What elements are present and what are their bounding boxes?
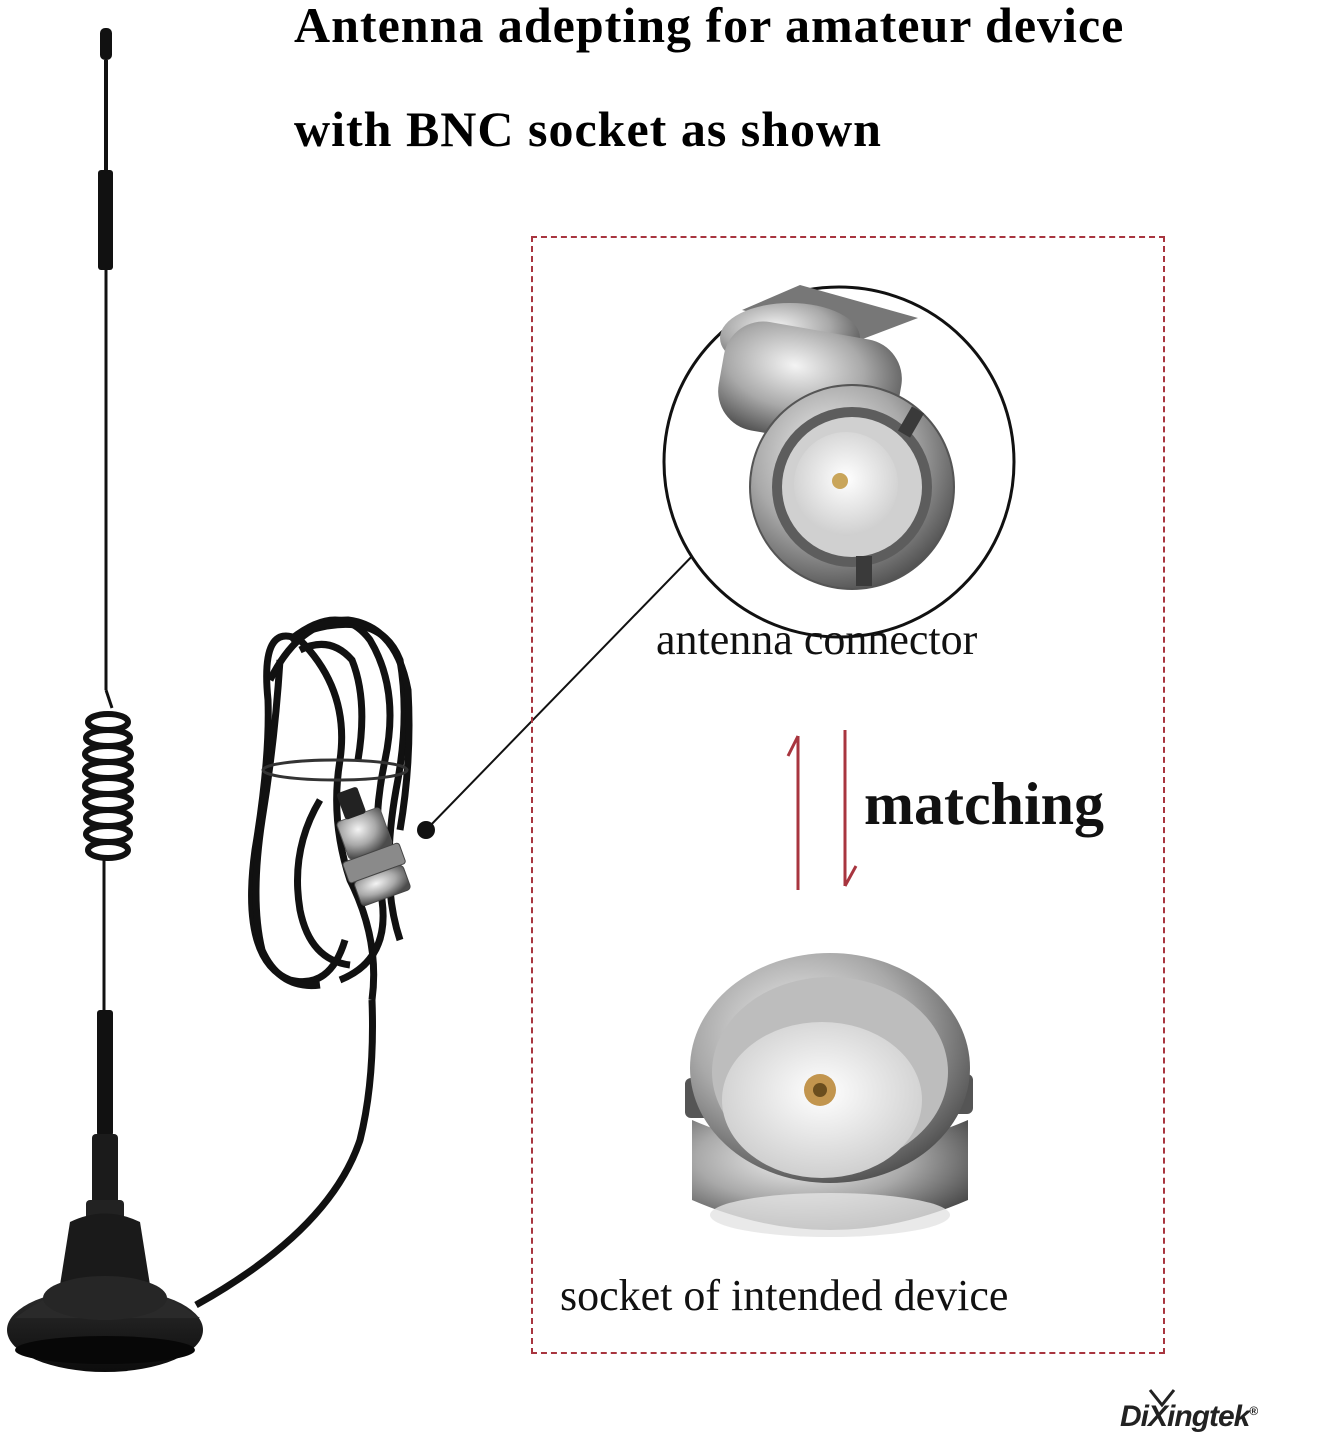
brand-logo-icon <box>1148 1389 1176 1408</box>
matching-label: matching <box>864 771 1104 837</box>
headline-line-1: Antenna adepting for amateur device <box>294 0 1125 53</box>
socket-label: socket of intended device <box>560 1271 1009 1320</box>
magnetic-antenna-photo <box>7 28 413 1372</box>
bnc-plug-photo <box>662 285 1016 639</box>
brand-name: DiXingtek <box>1120 1400 1250 1433</box>
callout-dot <box>417 821 435 839</box>
antenna-connector-label: antenna connector <box>656 615 978 664</box>
callout-frame <box>531 236 1165 1354</box>
bnc-socket-photo <box>685 953 973 1237</box>
headline-line-2: with BNC socket as shown <box>294 101 882 157</box>
registered-mark: ® <box>1249 1404 1258 1418</box>
brand-logo: DiXingtek® <box>1120 1400 1258 1434</box>
double-arrow-icon <box>786 730 858 890</box>
